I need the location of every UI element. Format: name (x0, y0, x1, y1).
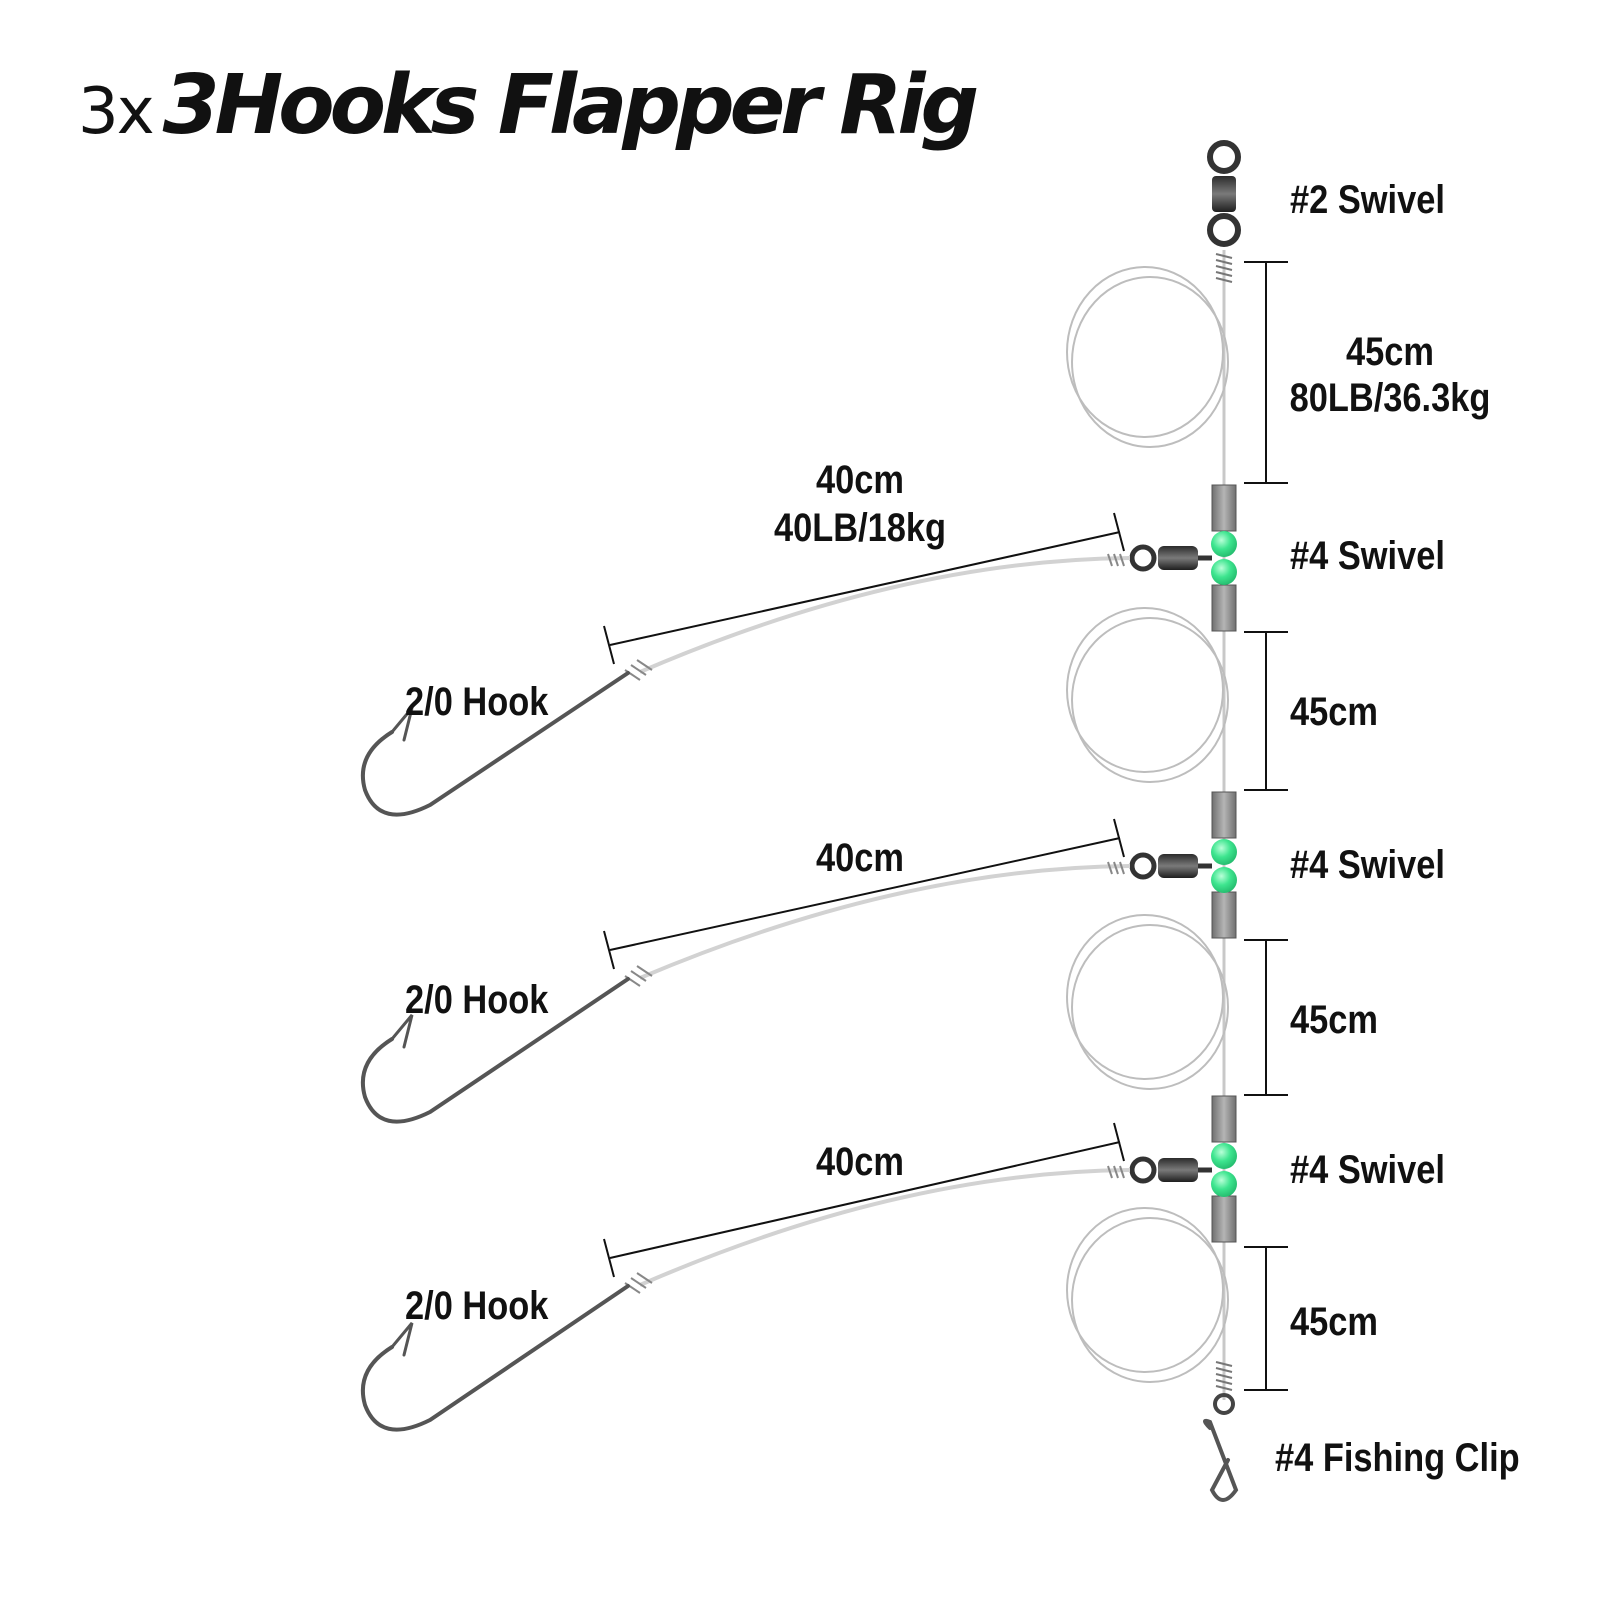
hook-2-icon (360, 977, 630, 1124)
label-mid-swivel-1: #4 Swivel (1290, 534, 1445, 578)
glow-beads (1211, 531, 1237, 1197)
title-name: 3Hooks Flapper Rig (162, 58, 980, 153)
line-coil-2 (1066, 607, 1229, 783)
label-segment-4-length: 45cm (1290, 1300, 1378, 1344)
label-branch-length: 40cm (816, 458, 904, 502)
label-main-line-length: 45cm (1346, 330, 1434, 374)
line-coil-3 (1066, 914, 1229, 1090)
label-branch-3-length: 40cm (816, 1140, 904, 1184)
label-segment-3-length: 45cm (1290, 998, 1378, 1042)
branch-lines (639, 556, 1131, 1287)
label-mid-swivel-2: #4 Swivel (1290, 843, 1445, 887)
fishing-clip-icon (1203, 1361, 1239, 1502)
label-hook-2: 2/0 Hook (405, 978, 549, 1022)
label-branch-strength: 40LB/18kg (773, 506, 947, 550)
dimension-brackets-vertical (1244, 261, 1288, 1391)
branch-swivel-3-icon (1129, 1156, 1212, 1184)
hook-1-icon (360, 671, 630, 817)
label-mid-swivel-3: #4 Swivel (1290, 1148, 1445, 1192)
label-segment-2-length: 45cm (1290, 690, 1378, 734)
top-swivel-icon (1207, 140, 1241, 283)
label-top-swivel: #2 Swivel (1290, 178, 1445, 222)
branch-swivel-1-icon (1129, 544, 1212, 572)
label-branch-2-length: 40cm (816, 836, 904, 880)
crimp-sleeves (1211, 484, 1237, 1243)
line-coil-4 (1066, 1207, 1229, 1383)
branch-swivel-2-icon (1129, 852, 1212, 880)
dimension-lines-branch (603, 512, 1125, 1278)
hook-3-icon (360, 1284, 630, 1432)
label-hook-1: 2/0 Hook (405, 680, 549, 724)
label-fishing-clip: #4 Fishing Clip (1275, 1436, 1520, 1480)
title-quantity: 3x (78, 75, 155, 149)
label-main-line-strength: 80LB/36.3kg (1289, 376, 1491, 420)
label-hook-3: 2/0 Hook (405, 1284, 549, 1328)
line-coil-1 (1066, 266, 1229, 448)
